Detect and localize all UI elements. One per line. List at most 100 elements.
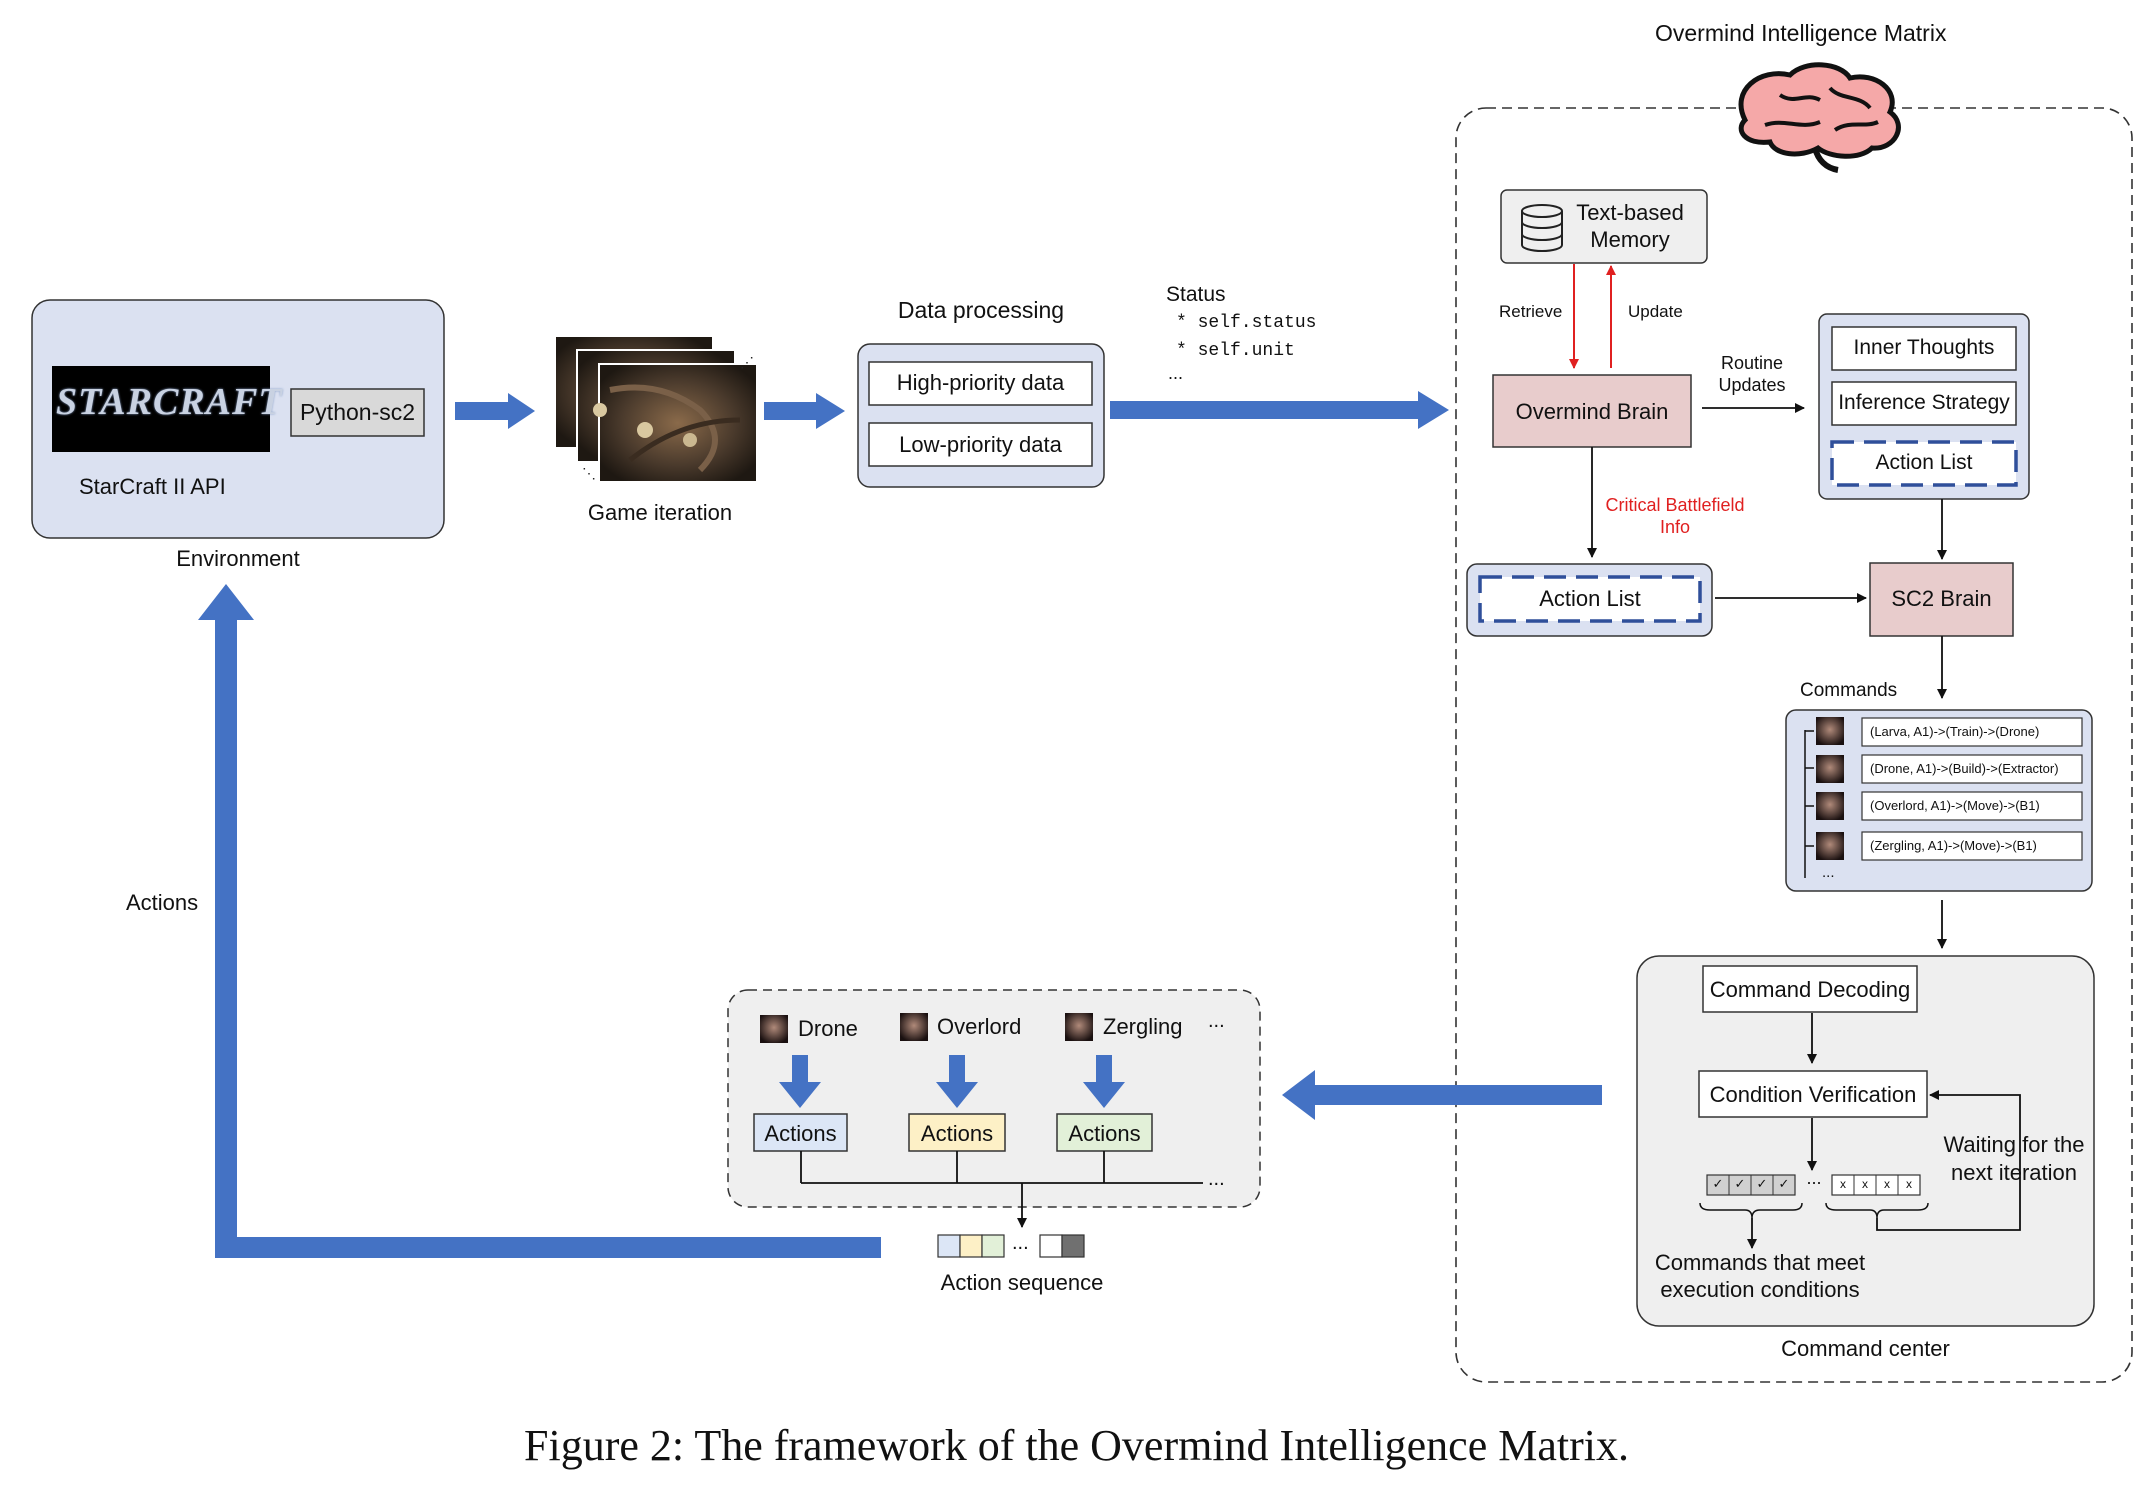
critical-info-line-1: Critical Battlefield — [1605, 495, 1745, 515]
blue-arrow-game-to-processing — [764, 393, 845, 429]
command-box-3 — [1861, 791, 2083, 821]
unit-zergling-label: Zergling — [1103, 1014, 1183, 1039]
units-more: ... — [1208, 1010, 1225, 1032]
unit-overlord-label: Overlord — [937, 1014, 1022, 1039]
cross-mark-4: x — [1906, 1177, 1912, 1191]
memory-label: Text-based Memory — [1565, 199, 1695, 253]
merge-more: ... — [1208, 1168, 1225, 1190]
high-priority-label: High-priority data — [896, 370, 1065, 395]
command-dots: ... — [1806, 1168, 1822, 1188]
failed-commands-row — [1831, 1174, 1921, 1196]
routine-updates-line-2: Updates — [1718, 375, 1786, 395]
command-box-2 — [1861, 754, 2083, 784]
command-item-2: (Drone, A1)->(Build)->(Extractor) — [1870, 761, 2059, 776]
sc2-brain-label: SC2 Brain — [1891, 586, 1992, 611]
database-icon — [1521, 204, 1563, 252]
retrieve-label: Retrieve — [1499, 302, 1563, 321]
actions-merge-line — [800, 1151, 1203, 1184]
waiting-line-2: next iteration — [1951, 1160, 2077, 1185]
low-priority-label: Low-priority data — [899, 432, 1062, 457]
zergling-actions-box — [1056, 1113, 1153, 1152]
python-sc2-label: Python-sc2 — [299, 399, 416, 425]
panel-action-list-label: Action List — [1875, 451, 1973, 474]
status-line-2: * self.unit — [1176, 341, 1295, 361]
commands-more: ... — [1822, 864, 1835, 881]
command-unit-thumbnails — [1816, 717, 1844, 860]
python-sc2-box — [290, 388, 425, 437]
command-item-1: (Larva, A1)->(Train)->(Drone) — [1870, 724, 2040, 739]
check-mark-3: ✓ — [1756, 1176, 1768, 1191]
waiting-loop-line — [1876, 1090, 2021, 1231]
blue-arrow-status-to-matrix — [1110, 391, 1449, 429]
command-box-4 — [1861, 831, 2083, 861]
overlord-down-arrow — [936, 1055, 978, 1108]
api-label: StarCraft II API — [79, 474, 226, 499]
waiting-label: Waiting for the next iteration — [1934, 1131, 2094, 1187]
inference-strategy-label: Inference Strategy — [1838, 391, 2010, 414]
command-center-caption: Command center — [1781, 1336, 1950, 1361]
command-item-3: (Overlord, A1)->(Move)->(B1) — [1870, 798, 2040, 813]
inference-strategy-box — [1831, 381, 2017, 426]
matrix-title: Overmind Intelligence Matrix — [1655, 20, 1947, 46]
condition-verification-box — [1698, 1070, 1928, 1118]
overmind-brain-label: Overmind Brain — [1515, 399, 1669, 424]
panel-action-list-box — [1830, 440, 2018, 487]
drone-down-arrow — [779, 1055, 821, 1108]
action-sequence-bar — [937, 1234, 1085, 1258]
status-title: Status — [1166, 283, 1226, 306]
waiting-line-1: Waiting for the — [1943, 1132, 2085, 1157]
game-iteration-label: Game iteration — [587, 500, 733, 525]
zergling-down-arrow — [1083, 1055, 1125, 1108]
cross-mark-3: x — [1884, 1177, 1890, 1191]
drone-actions-label: Actions — [764, 1121, 837, 1146]
overmind-brain-box — [1492, 374, 1692, 448]
cross-mark-2: x — [1862, 1177, 1868, 1191]
critical-info-label: Critical Battlefield Info — [1590, 494, 1760, 538]
starcraft-logo-text: STARCRAFT — [56, 381, 283, 423]
svg-text:⋰: ⋰ — [740, 354, 754, 370]
memory-box — [1500, 189, 1708, 264]
commands-title: Commands — [1800, 680, 1898, 701]
unit-icons — [760, 1013, 1093, 1043]
check-mark-1: ✓ — [1712, 1176, 1724, 1191]
sc2-brain-box — [1869, 562, 2014, 637]
critical-info-line-2: Info — [1659, 517, 1691, 537]
command-decoding-box — [1702, 965, 1918, 1013]
unit-drone-label: Drone — [798, 1016, 858, 1041]
data-processing-title: Data processing — [897, 297, 1065, 323]
starcraft-logo — [52, 366, 270, 452]
action-list-left-label: Action List — [1539, 586, 1641, 611]
commands-tree-line — [1804, 730, 1814, 878]
overlord-actions-label: Actions — [920, 1121, 994, 1146]
action-sequence-dots: ... — [1012, 1232, 1029, 1254]
zergling-actions-label: Actions — [1068, 1121, 1141, 1146]
inner-thoughts-box — [1831, 326, 2017, 371]
environment-caption: Environment — [176, 546, 300, 571]
condition-verification-label: Condition Verification — [1709, 1082, 1917, 1107]
memory-label-line-1: Text-based — [1576, 200, 1684, 225]
units-box — [727, 989, 1261, 1208]
meet-line-1: Commands that meet — [1654, 1250, 1866, 1275]
status-line-1: * self.status — [1176, 313, 1317, 333]
action-list-left-box — [1478, 575, 1702, 623]
command-item-4: (Zergling, A1)->(Move)->(B1) — [1870, 838, 2037, 853]
meet-line-2: execution conditions — [1660, 1277, 1860, 1302]
meet-conditions-label: Commands that meet execution conditions — [1640, 1249, 1880, 1303]
blue-arrow-env-to-game — [455, 393, 535, 429]
check-mark-2: ✓ — [1734, 1176, 1746, 1191]
overlord-actions-box — [908, 1113, 1006, 1152]
svg-text:⋱: ⋱ — [582, 465, 596, 481]
game-iteration-thumbnails: ⋰ ⋱ — [554, 335, 758, 483]
command-decoding-label: Command Decoding — [1709, 977, 1911, 1002]
action-sequence-label: Action sequence — [940, 1270, 1104, 1295]
actions-return-label: Actions — [126, 890, 199, 915]
blue-arrow-center-to-units — [1282, 1070, 1602, 1120]
command-box-1 — [1861, 717, 2083, 747]
routine-updates-label: Routine Updates — [1700, 352, 1804, 396]
low-priority-box — [868, 422, 1093, 467]
routine-updates-line-1: Routine — [1720, 353, 1784, 373]
status-line-3: ... — [1168, 363, 1184, 383]
passed-commands-row — [1706, 1174, 1796, 1196]
inner-thoughts-label: Inner Thoughts — [1853, 336, 1995, 359]
